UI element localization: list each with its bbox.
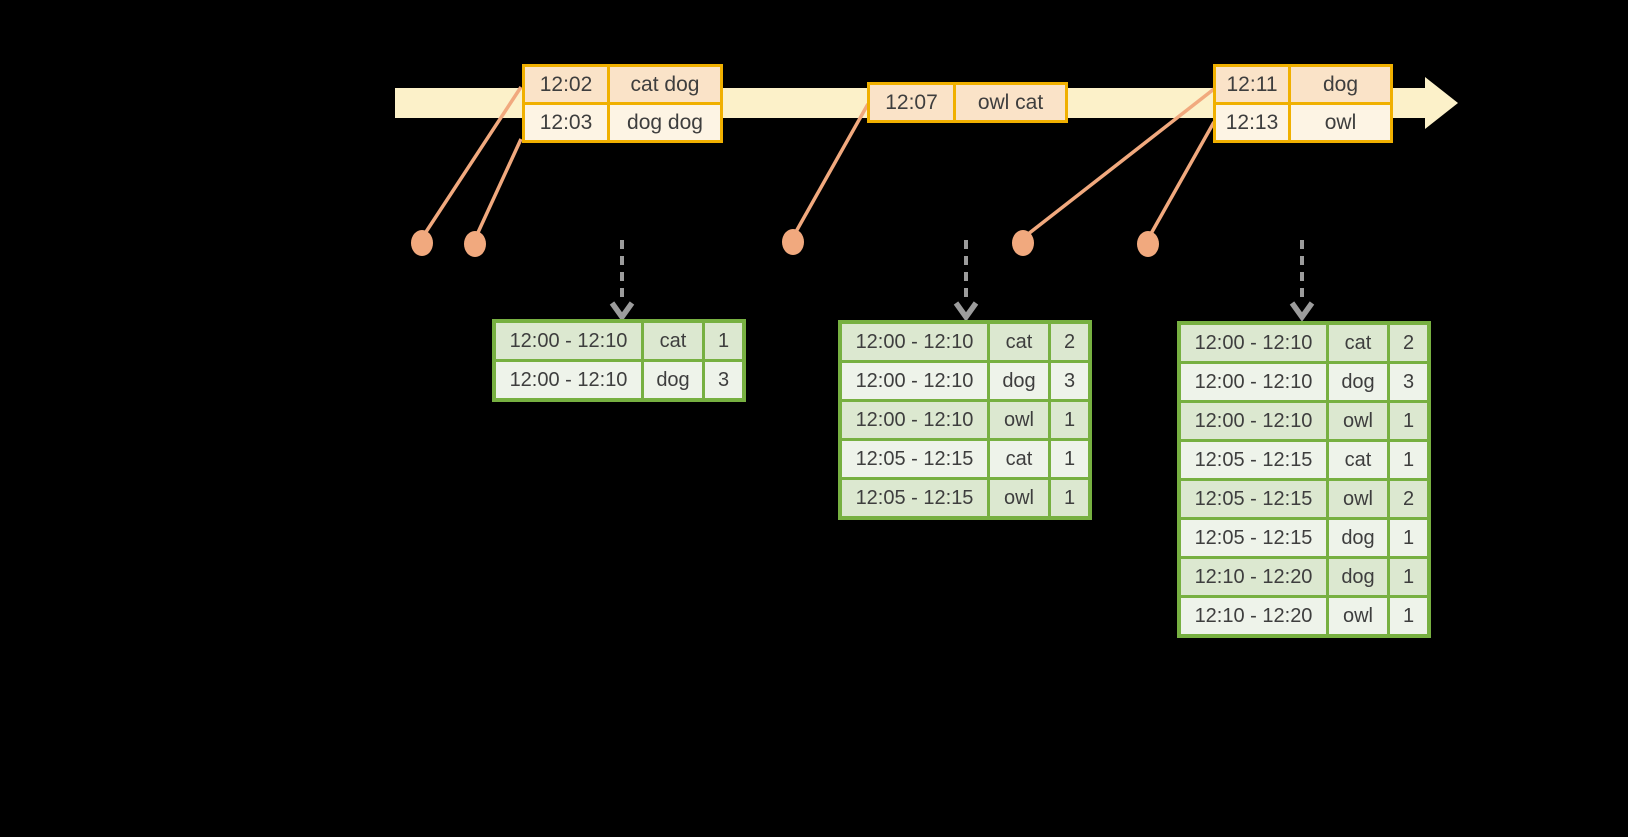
word-cell: cat [644,323,702,359]
connector-line-1213 [1146,121,1216,240]
word-cell: owl [1329,481,1387,517]
event-time-cell: 12:02 [525,67,607,102]
count-cell: 1 [705,323,742,359]
trigger-arrow-3-icon [1289,240,1315,322]
word-cell: owl [1329,598,1387,634]
count-cell: 1 [1390,598,1427,634]
event-dot-1207-icon [782,229,804,255]
trigger-arrow-2-icon [953,240,979,322]
event-dot-1202-icon [411,230,433,256]
event-words-cell: cat dog [610,67,720,102]
event-dot-1211-icon [1012,230,1034,256]
word-cell: owl [1329,403,1387,439]
window-cell: 12:05 - 12:15 [1181,481,1326,517]
count-cell: 3 [1390,364,1427,400]
count-cell: 1 [1051,480,1088,516]
window-cell: 12:05 - 12:15 [842,441,987,477]
window-cell: 12:00 - 12:10 [842,363,987,399]
window-cell: 12:05 - 12:15 [842,480,987,516]
window-cell: 12:10 - 12:20 [1181,559,1326,595]
window-cell: 12:05 - 12:15 [1181,520,1326,556]
window-cell: 12:10 - 12:20 [1181,598,1326,634]
event-words-cell: owl [1291,105,1390,140]
count-cell: 1 [1390,442,1427,478]
word-cell: dog [1329,364,1387,400]
word-cell: owl [990,402,1048,438]
word-cell: dog [990,363,1048,399]
count-cell: 3 [705,362,742,398]
count-cell: 1 [1051,402,1088,438]
connector-line-1202 [420,86,523,239]
event-time-cell: 12:11 [1216,67,1288,102]
count-cell: 1 [1390,559,1427,595]
event-table-1: 12:02 cat dog 12:03 dog dog [522,64,723,143]
window-cell: 12:00 - 12:10 [1181,403,1326,439]
word-cell: cat [1329,325,1387,361]
word-cell: cat [990,324,1048,360]
word-cell: cat [990,441,1048,477]
event-table-3: 12:11 dog 12:13 owl [1213,64,1393,143]
count-cell: 2 [1051,324,1088,360]
event-words-cell: owl cat [956,85,1065,120]
window-cell: 12:00 - 12:10 [842,324,987,360]
trigger-arrow-1-icon [609,240,635,322]
word-cell: cat [1329,442,1387,478]
event-dot-1213-icon [1137,231,1159,257]
count-cell: 1 [1390,520,1427,556]
word-cell: dog [1329,559,1387,595]
event-words-cell: dog dog [610,105,720,140]
count-cell: 1 [1390,403,1427,439]
count-cell: 2 [1390,481,1427,517]
window-cell: 12:00 - 12:10 [842,402,987,438]
window-cell: 12:05 - 12:15 [1181,442,1326,478]
word-cell: dog [1329,520,1387,556]
window-cell: 12:00 - 12:10 [1181,364,1326,400]
timeline-arrowhead-icon [1425,77,1458,129]
event-dot-1203-icon [464,231,486,257]
result-table-1: 12:00 - 12:10 cat 1 12:00 - 12:10 dog 3 [492,319,746,402]
event-time-cell: 12:07 [870,85,953,120]
connector-line-1203 [473,138,523,240]
word-cell: dog [644,362,702,398]
event-time-cell: 12:13 [1216,105,1288,140]
connector-line-1211 [1021,87,1216,240]
result-table-2: 12:00 - 12:10 cat 2 12:00 - 12:10 dog 3 … [838,320,1092,520]
event-time-cell: 12:03 [525,105,607,140]
connector-line-1207 [791,103,870,238]
window-cell: 12:00 - 12:10 [496,323,641,359]
count-cell: 2 [1390,325,1427,361]
window-cell: 12:00 - 12:10 [1181,325,1326,361]
event-words-cell: dog [1291,67,1390,102]
result-table-3: 12:00 - 12:10 cat 2 12:00 - 12:10 dog 3 … [1177,321,1431,638]
window-cell: 12:00 - 12:10 [496,362,641,398]
count-cell: 1 [1051,441,1088,477]
count-cell: 3 [1051,363,1088,399]
word-cell: owl [990,480,1048,516]
event-table-2: 12:07 owl cat [867,82,1068,123]
